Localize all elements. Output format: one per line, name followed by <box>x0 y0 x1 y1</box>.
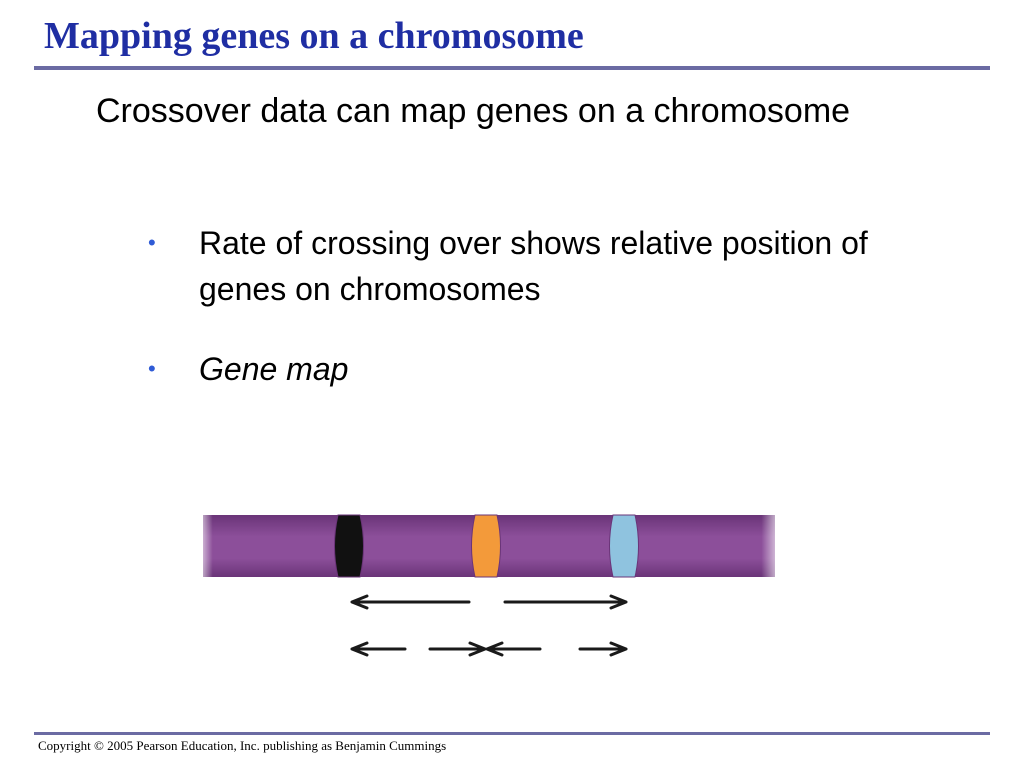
slide-title: Mapping genes on a chromosome <box>44 15 584 57</box>
title-divider <box>34 66 990 70</box>
short-arrow-left-1 <box>350 641 407 657</box>
main-point: Crossover data can map genes on a chromo… <box>96 92 851 130</box>
recombination-arrows <box>350 594 628 657</box>
long-arrow-right <box>503 594 628 610</box>
long-arrow-left <box>350 594 471 610</box>
short-arrow-right-2 <box>578 641 628 657</box>
footer-divider <box>34 732 990 735</box>
bullet-text: Rate of crossing over shows relative pos… <box>199 225 868 307</box>
gene-map-diagram <box>195 513 785 657</box>
chromosome-fade <box>195 513 785 579</box>
short-arrow-right-1 <box>428 641 487 657</box>
bullet-icon: • <box>148 356 156 381</box>
short-arrow-left-2 <box>485 641 542 657</box>
bullet-text: Gene map <box>199 351 349 387</box>
copyright-text: Copyright © 2005 Pearson Education, Inc.… <box>38 738 447 753</box>
bullet-icon: • <box>148 230 156 255</box>
